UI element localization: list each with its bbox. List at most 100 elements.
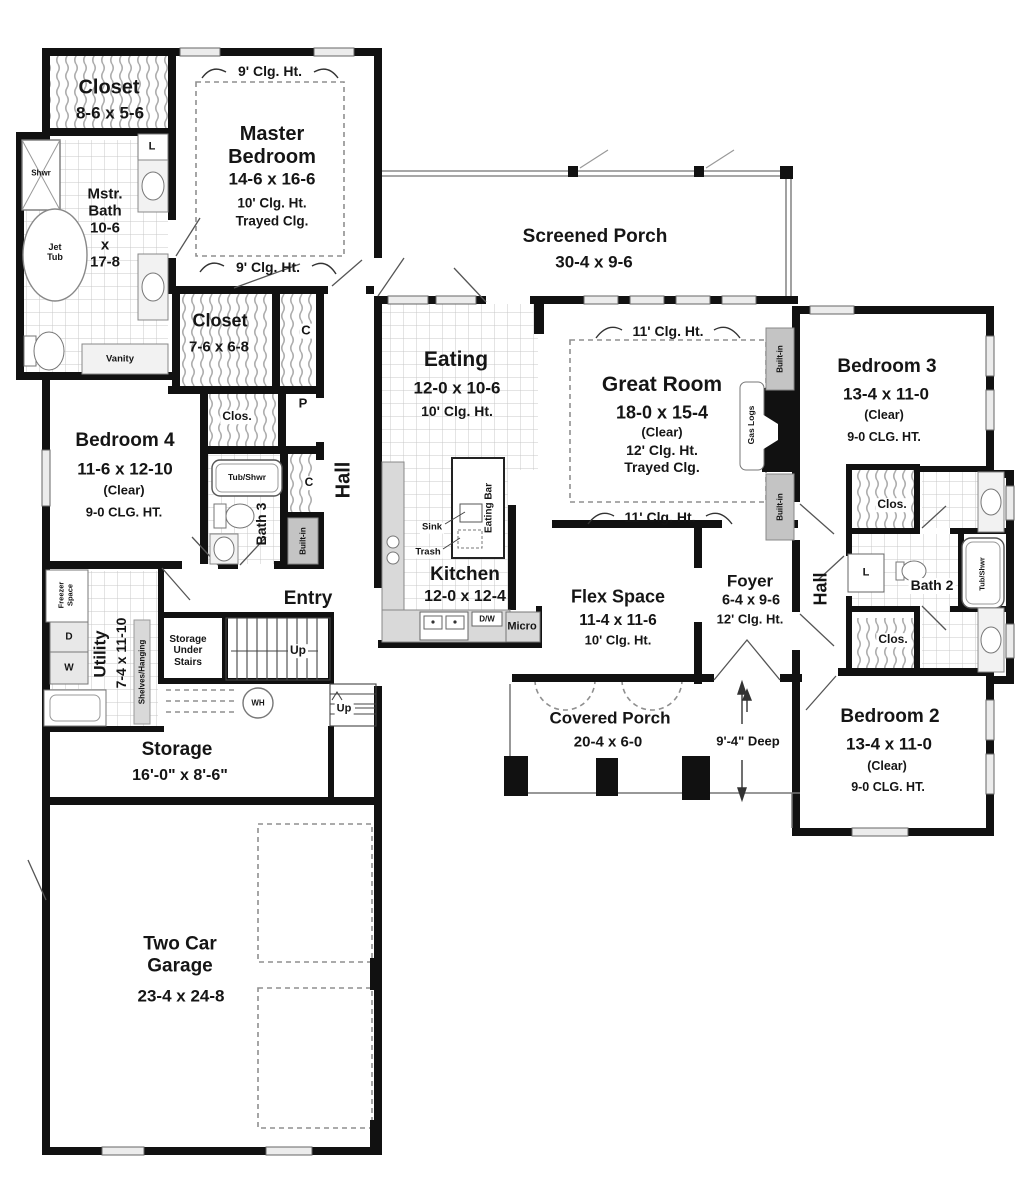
dim-label-flex: 11-4 x 11-6 bbox=[579, 612, 657, 630]
greatroom-builtins bbox=[739, 327, 795, 541]
fixture-label-water-heater: WH bbox=[251, 698, 265, 708]
clg-label-bedroom4: 9-0 CLG. HT. bbox=[85, 504, 163, 520]
fixture-label-clos-bedroom4: Clos. bbox=[220, 409, 254, 424]
room-label-closet2: Closet bbox=[192, 310, 248, 331]
annotation-clg9-top: 9' Clg. Ht. bbox=[238, 63, 302, 80]
bath3-fixtures bbox=[209, 459, 319, 565]
note-label-master-trayed: Trayed Clg. bbox=[235, 213, 309, 229]
fixture-label-builtin-bottom: Built-in bbox=[775, 493, 785, 521]
annotation-storage-under-stairs: Storage Under Stairs bbox=[167, 633, 209, 669]
room-label-screened-porch: Screened Porch bbox=[522, 226, 668, 248]
fixture-label-gas-logs: Gas Logs bbox=[746, 405, 757, 445]
dim-label-bedroom4: 11-6 x 12-10 bbox=[77, 459, 173, 479]
note-label-master-clg: 10' Clg. Ht. bbox=[237, 195, 307, 211]
fixture-label-clos-bedroom3: Clos. bbox=[875, 497, 909, 512]
clg-label-flex: 10' Clg. Ht. bbox=[584, 632, 652, 648]
clear-label-bedroom2: (Clear) bbox=[867, 758, 907, 773]
clg-label-bedroom3: 9-0 CLG. HT. bbox=[847, 429, 921, 444]
fixture-label-washer: W bbox=[64, 662, 74, 674]
covered-porch-outline bbox=[504, 684, 800, 828]
room-label-covered-porch: Covered Porch bbox=[549, 708, 671, 728]
fixture-label-trash: Trash bbox=[413, 546, 443, 559]
fixture-label-closet-c2: C bbox=[302, 475, 316, 490]
fixture-label-linen-master: L bbox=[148, 140, 156, 153]
screen-walls bbox=[378, 170, 792, 302]
room-label-master-bedroom: Master Bedroom bbox=[228, 123, 316, 168]
dim-label-eating: 12-0 x 10-6 bbox=[413, 378, 501, 398]
dim-label-closet1: 8-6 x 5-6 bbox=[75, 103, 145, 123]
fixture-label-builtin-hall: Built-in bbox=[298, 527, 308, 555]
room-label-kitchen: Kitchen bbox=[430, 564, 500, 586]
dim-label-great-room: 18-0 x 15-4 bbox=[615, 402, 709, 423]
annotation-clg11-top: 11' Clg. Ht. bbox=[632, 323, 704, 340]
fixture-label-pantry: P bbox=[296, 395, 310, 412]
bath2-fixtures bbox=[847, 471, 1005, 673]
fixture-label-tubshwr-bath3: Tub/Shwr bbox=[227, 472, 267, 483]
room-label-entry: Entry bbox=[283, 588, 333, 610]
annotation-arrows bbox=[199, 68, 753, 803]
dim-label-bedroom3: 13-4 x 11-0 bbox=[842, 384, 930, 404]
room-label-closet1: Closet bbox=[78, 76, 140, 99]
door-swings bbox=[27, 217, 947, 901]
closet-hatching bbox=[50, 56, 914, 670]
fixture-label-jet-tub: Jet Tub bbox=[47, 241, 63, 262]
fixture-label-sink: Sink bbox=[419, 521, 445, 534]
kitchen-fixtures bbox=[381, 457, 541, 643]
fixture-label-shelves-hanging: Shelves/Hanging bbox=[137, 639, 147, 705]
fixture-label-vanity: Vanity bbox=[106, 353, 134, 365]
room-label-garage: Two Car Garage bbox=[143, 933, 217, 976]
room-label-foyer: Foyer bbox=[726, 571, 774, 591]
fixture-label-clos-bedroom2: Clos. bbox=[876, 632, 910, 647]
room-label-bedroom3: Bedroom 3 bbox=[837, 356, 937, 378]
clg-label-bedroom2: 9-0 CLG. HT. bbox=[851, 779, 925, 794]
clear-label-bedroom3: (Clear) bbox=[864, 407, 904, 422]
clg-label-foyer: 12' Clg. Ht. bbox=[716, 611, 784, 627]
room-label-flex: Flex Space bbox=[570, 586, 666, 607]
dim-label-screened-porch: 30-4 x 9-6 bbox=[555, 252, 633, 272]
clg-label-great-room: 12' Clg. Ht. bbox=[626, 442, 698, 459]
dim-label-utility: 7-4 x 11-10 bbox=[113, 617, 130, 689]
room-label-bath2: Bath 2 bbox=[908, 577, 956, 594]
room-label-bedroom2: Bedroom 2 bbox=[840, 706, 940, 728]
dim-label-foyer: 6-4 x 9-6 bbox=[721, 592, 781, 609]
room-label-bath3: Bath 3 bbox=[253, 502, 270, 546]
dim-label-storage: 16'-0" x 8'-6" bbox=[132, 766, 228, 784]
room-label-utility: Utility bbox=[90, 630, 110, 678]
room-label-mstr-bath: Mstr. Bath 10-6 x 17-8 bbox=[87, 185, 123, 271]
fixture-label-linen-bath2: L bbox=[862, 566, 870, 579]
utility-fixtures bbox=[43, 569, 274, 727]
fixture-label-closet-c1: C bbox=[299, 322, 313, 339]
annotation-up-garage-stairs: Up bbox=[334, 702, 354, 716]
windows bbox=[41, 47, 1015, 1156]
room-label-bedroom4: Bedroom 4 bbox=[75, 430, 175, 452]
clear-label-great-room: (Clear) bbox=[641, 424, 683, 440]
annotation-up-main-stairs: Up bbox=[288, 643, 308, 658]
annotation-clg11-bottom: 11' Clg. Ht. bbox=[624, 509, 696, 526]
dim-label-master-bedroom: 14-6 x 16-6 bbox=[228, 169, 316, 189]
fixture-label-freezer-space: Freezer Space bbox=[56, 581, 74, 609]
fixture-label-builtin-top: Built-in bbox=[775, 345, 785, 373]
fixture-label-eating-bar: Eating Bar bbox=[483, 482, 495, 534]
room-label-storage: Storage bbox=[141, 739, 213, 761]
hall-label-right: Hall bbox=[810, 572, 831, 606]
hall-label-left: Hall bbox=[332, 461, 355, 499]
fixture-label-shower: Shwr bbox=[31, 168, 51, 178]
fixture-label-tubshwr-bath2: Tub/Shwr bbox=[977, 557, 987, 591]
dim-label-kitchen: 12-0 x 12-4 bbox=[424, 587, 506, 605]
annotation-porch-depth: 9'-4" Deep bbox=[714, 733, 782, 750]
annotation-clg9-bottom: 9' Clg. Ht. bbox=[236, 259, 300, 276]
dim-label-garage: 23-4 x 24-8 bbox=[137, 986, 225, 1006]
fixture-label-microwave: Micro bbox=[507, 620, 537, 633]
clear-label-bedroom4: (Clear) bbox=[103, 482, 145, 498]
dim-label-closet2: 7-6 x 6-8 bbox=[188, 338, 250, 356]
clg-label-eating: 10' Clg. Ht. bbox=[421, 403, 493, 420]
dim-label-bedroom2: 13-4 x 11-0 bbox=[845, 734, 933, 754]
dashed-outlines bbox=[166, 81, 767, 1129]
dim-label-covered-porch: 20-4 x 6-0 bbox=[573, 733, 643, 751]
fixture-label-dishwasher: D/W bbox=[479, 614, 495, 624]
room-label-great-room: Great Room bbox=[601, 373, 723, 397]
fixture-label-dryer: D bbox=[65, 631, 73, 643]
room-label-eating: Eating bbox=[423, 348, 489, 372]
